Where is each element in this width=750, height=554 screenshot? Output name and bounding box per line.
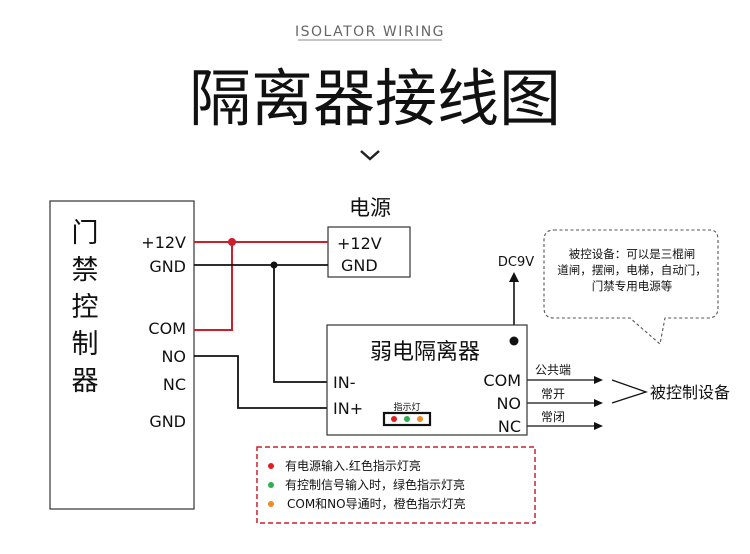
legend: 有电源输入.红色指示灯亮 有控制信号输入时，绿色指示灯亮 COM和NO导通时，橙… [256, 446, 536, 524]
callout-line-2: 道闸，摆闸，电梯，自动门， [557, 263, 707, 277]
isolator-out-no: NO [496, 394, 521, 413]
page-title: 隔离器接线图 [189, 62, 561, 135]
header: ISOLATOR WIRING 隔离器接线图 [189, 24, 561, 161]
controlled-device-label: 被控制设备 [650, 383, 730, 402]
indicator-label: 指示灯 [393, 401, 420, 413]
controller-box [49, 200, 195, 510]
output-label-nc: 常闭 [541, 410, 565, 424]
controller-pin-nc: NC [163, 375, 186, 394]
arrow-right-icon [594, 376, 603, 384]
output-label-common: 公共端 [535, 363, 571, 377]
isolator-out-nc: NC [498, 417, 521, 436]
wire-gnd-to-in-minus [273, 265, 330, 383]
callout-line-3: 门禁专用电源等 [592, 279, 673, 293]
legend-item: 有控制信号输入时，绿色指示灯亮 [285, 477, 465, 492]
legend-bullet-orange-icon [268, 501, 274, 507]
isolator: 弱电隔离器 IN- IN+ COM NO NC 指示灯 [326, 324, 528, 436]
led-orange-icon [417, 416, 423, 422]
junction-black [270, 261, 278, 269]
controller-label: 门禁控制器 [72, 218, 99, 397]
power-pin-gnd: GND [341, 256, 378, 275]
power-pin-12v: +12V [337, 234, 382, 253]
controller-pin-gnd: GND [149, 257, 186, 276]
wire-no-to-in-plus [194, 355, 330, 409]
legend-item: COM和NO导通时，橙色指示灯亮 [287, 496, 466, 511]
isolator-in-minus: IN- [333, 373, 355, 392]
isolator-title: 弱电隔离器 [370, 340, 480, 365]
controller-pin-12v: +12V [141, 233, 186, 252]
controller-pin-com: COM [148, 319, 186, 338]
controller: 门禁控制器 +12V GND COM NO NC GND [49, 200, 195, 510]
chevron-down-icon[interactable] [360, 150, 380, 161]
junction-red [228, 238, 236, 246]
legend-bullet-red-icon [268, 463, 274, 469]
power-supply: 电源 +12V GND [327, 196, 411, 278]
wire-12v-to-com [194, 242, 233, 331]
dc-terminal [509, 336, 519, 346]
led-red-icon [391, 416, 397, 422]
legend-item: 有电源输入.红色指示灯亮 [285, 458, 421, 473]
arrow-right-icon [594, 399, 603, 407]
subtitle: ISOLATOR WIRING [295, 24, 445, 40]
legend-bullet-green-icon [268, 482, 274, 488]
callout: 被控设备：可以是三棍闸 道闸，摆闸，电梯，自动门， 门禁专用电源等 [543, 229, 719, 346]
bracket-arrow-icon [611, 379, 649, 404]
legend-box [256, 446, 536, 524]
isolator-in-plus: IN+ [333, 399, 363, 418]
controller-pin-gnd2: GND [149, 412, 186, 431]
isolator-out-com: COM [483, 371, 521, 390]
callout-line-1: 被控设备：可以是三棍闸 [569, 247, 696, 261]
power-box [327, 226, 411, 278]
arrow-right-icon [594, 422, 603, 430]
power-title: 电源 [349, 196, 391, 220]
callout-bubble [543, 229, 719, 346]
controller-pin-no: NO [161, 347, 186, 366]
arrow-up-icon [509, 272, 519, 282]
wires [194, 238, 649, 430]
output-label-no: 常开 [541, 387, 565, 401]
dc-label: DC9V [498, 255, 534, 270]
led-green-icon [404, 416, 410, 422]
